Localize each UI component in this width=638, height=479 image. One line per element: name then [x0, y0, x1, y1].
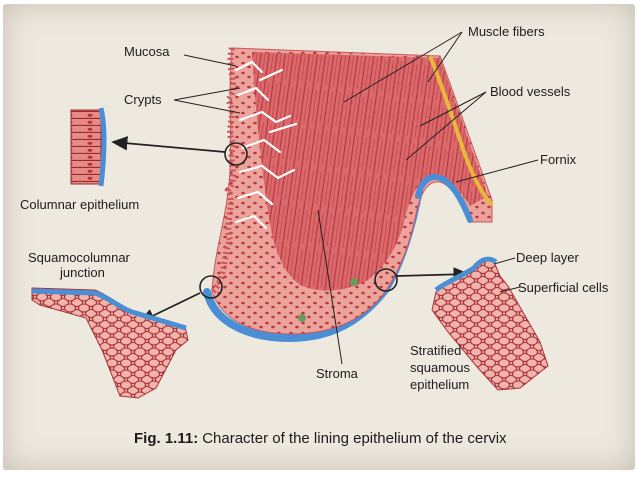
label-stroma: Stroma [316, 366, 359, 381]
zoom-circle-stratified [374, 268, 398, 292]
label-mucosa: Mucosa [124, 44, 170, 59]
label-deep-layer: Deep layer [516, 250, 580, 265]
label-blood-vessels: Blood vessels [490, 84, 571, 99]
label-squamocolumnar-1: Squamocolumnar [28, 250, 131, 265]
label-stratified-1: Stratified [410, 343, 461, 358]
stratified-squamous-inset [431, 256, 549, 391]
label-muscle-fibers: Muscle fibers [468, 24, 545, 39]
label-fornix: Fornix [540, 152, 577, 167]
muscle-region [252, 52, 488, 291]
label-stratified-2: squamous [410, 360, 470, 375]
blood-vessel-dot [298, 314, 306, 322]
fornix-lining [415, 174, 473, 223]
label-columnar-epithelium: Columnar epithelium [20, 197, 139, 212]
columnar-epithelium-inset [70, 107, 107, 187]
figure-caption: Fig. 1.11:Character of the lining epithe… [134, 430, 507, 447]
crypts [234, 60, 298, 230]
leader-lines [173, 31, 539, 365]
caption-figure-number: Fig. 1.11: [134, 430, 198, 447]
squamocolumnar-inset [31, 287, 189, 399]
label-superficial-cells: Superficial cells [518, 280, 609, 295]
blood-vessel-dot [350, 278, 358, 286]
arrow-to-columnar [111, 136, 226, 153]
caption-description: Character of the lining epithelium of th… [202, 430, 507, 447]
caption-text: Fig. 1.11:Character of the lining epithe… [134, 430, 507, 447]
label-stratified-3: epithelium [410, 377, 469, 392]
labels: Mucosa Crypts Muscle fibers Blood vessel… [20, 24, 609, 392]
label-crypts: Crypts [124, 92, 162, 107]
zoom-circle-columnar [224, 142, 248, 166]
label-squamocolumnar-2: junction [59, 265, 105, 280]
cervix-section [203, 47, 494, 343]
serosa-edge [428, 55, 494, 207]
arrow-to-stratified [396, 267, 470, 282]
zoom-circle-junction [199, 275, 223, 299]
